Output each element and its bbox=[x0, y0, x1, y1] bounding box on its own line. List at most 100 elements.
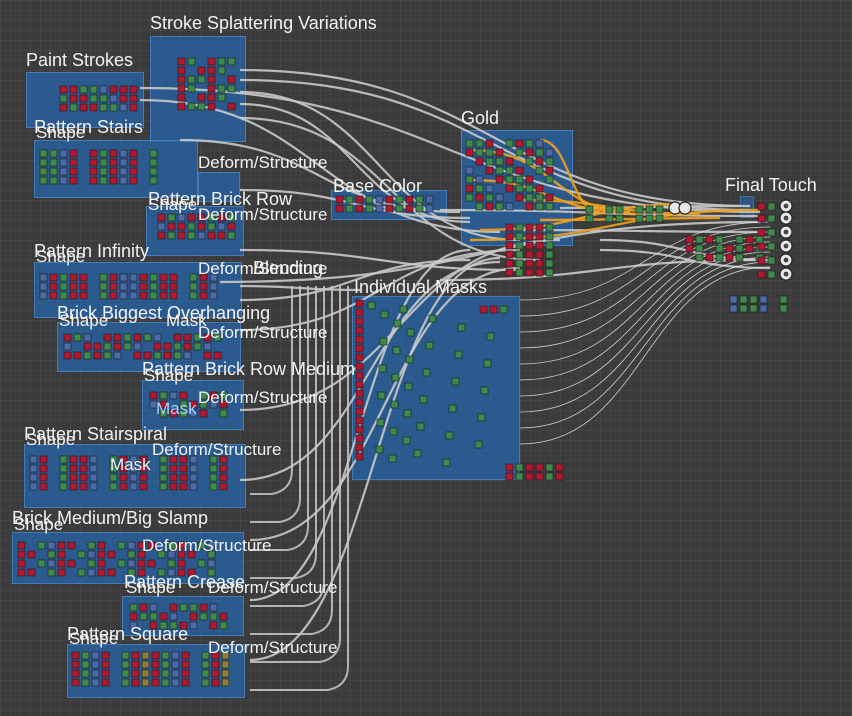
graph-node[interactable] bbox=[161, 660, 170, 669]
graph-node[interactable] bbox=[187, 222, 196, 231]
graph-node[interactable] bbox=[99, 176, 108, 185]
output-node-core[interactable] bbox=[783, 271, 789, 277]
graph-node[interactable] bbox=[217, 84, 226, 93]
graph-node[interactable] bbox=[545, 202, 554, 211]
graph-node[interactable] bbox=[179, 482, 188, 491]
graph-node[interactable] bbox=[49, 167, 58, 176]
graph-node[interactable] bbox=[69, 158, 78, 167]
graph-node[interactable] bbox=[585, 214, 594, 223]
graph-node[interactable] bbox=[209, 282, 218, 291]
graph-node[interactable] bbox=[29, 482, 38, 491]
graph-node[interactable] bbox=[17, 559, 26, 568]
graph-node[interactable] bbox=[425, 341, 434, 350]
output-node-core[interactable] bbox=[783, 203, 789, 209]
graph-node[interactable] bbox=[149, 291, 158, 300]
graph-node[interactable] bbox=[187, 231, 196, 240]
graph-node[interactable] bbox=[475, 175, 484, 184]
graph-node[interactable] bbox=[209, 473, 218, 482]
graph-node[interactable] bbox=[767, 256, 776, 265]
graph-node[interactable] bbox=[505, 472, 514, 481]
graph-node[interactable] bbox=[153, 333, 162, 342]
graph-node[interactable] bbox=[59, 273, 68, 282]
graph-node[interactable] bbox=[355, 344, 364, 353]
graph-node[interactable] bbox=[739, 295, 748, 304]
graph-node[interactable] bbox=[179, 464, 188, 473]
graph-node[interactable] bbox=[139, 282, 148, 291]
graph-node[interactable] bbox=[197, 559, 206, 568]
graph-node[interactable] bbox=[127, 541, 136, 550]
graph-node[interactable] bbox=[59, 167, 68, 176]
graph-node[interactable] bbox=[149, 612, 158, 621]
frame-pattern-infinity[interactable] bbox=[34, 262, 242, 318]
graph-node[interactable] bbox=[97, 550, 106, 559]
graph-node[interactable] bbox=[413, 449, 422, 458]
graph-node[interactable] bbox=[59, 473, 68, 482]
graph-node[interactable] bbox=[89, 176, 98, 185]
graph-node[interactable] bbox=[39, 464, 48, 473]
graph-node[interactable] bbox=[177, 66, 186, 75]
graph-node[interactable] bbox=[69, 482, 78, 491]
graph-node[interactable] bbox=[151, 678, 160, 687]
graph-node[interactable] bbox=[69, 273, 78, 282]
graph-node[interactable] bbox=[59, 158, 68, 167]
graph-node[interactable] bbox=[189, 400, 198, 409]
graph-node[interactable] bbox=[153, 351, 162, 360]
graph-node[interactable] bbox=[109, 291, 118, 300]
graph-node[interactable] bbox=[535, 472, 544, 481]
graph-node[interactable] bbox=[159, 409, 168, 418]
graph-node[interactable] bbox=[97, 541, 106, 550]
graph-node[interactable] bbox=[207, 231, 216, 240]
graph-node[interactable] bbox=[525, 232, 534, 241]
graph-node[interactable] bbox=[121, 660, 130, 669]
graph-node[interactable] bbox=[515, 232, 524, 241]
graph-node[interactable] bbox=[545, 250, 554, 259]
graph-node[interactable] bbox=[448, 404, 457, 413]
graph-node[interactable] bbox=[67, 541, 76, 550]
graph-node[interactable] bbox=[378, 364, 387, 373]
graph-node[interactable] bbox=[367, 301, 376, 310]
graph-node[interactable] bbox=[47, 550, 56, 559]
graph-node[interactable] bbox=[187, 213, 196, 222]
graph-node[interactable] bbox=[505, 223, 514, 232]
graph-node[interactable] bbox=[39, 158, 48, 167]
graph-node[interactable] bbox=[179, 455, 188, 464]
graph-node[interactable] bbox=[157, 550, 166, 559]
graph-node[interactable] bbox=[486, 332, 495, 341]
graph-node[interactable] bbox=[199, 612, 208, 621]
graph-node[interactable] bbox=[505, 184, 514, 193]
graph-node[interactable] bbox=[219, 621, 228, 630]
graph-node[interactable] bbox=[129, 94, 138, 103]
graph-node[interactable] bbox=[129, 273, 138, 282]
graph-node[interactable] bbox=[29, 455, 38, 464]
graph-node[interactable] bbox=[137, 541, 146, 550]
graph-node[interactable] bbox=[465, 175, 474, 184]
graph-node[interactable] bbox=[779, 304, 788, 313]
graph-node[interactable] bbox=[151, 660, 160, 669]
graph-node[interactable] bbox=[89, 464, 98, 473]
graph-node[interactable] bbox=[177, 559, 186, 568]
graph-node[interactable] bbox=[335, 195, 344, 204]
graph-node[interactable] bbox=[475, 148, 484, 157]
graph-node[interactable] bbox=[149, 176, 158, 185]
graph-node[interactable] bbox=[207, 93, 216, 102]
graph-node[interactable] bbox=[535, 250, 544, 259]
graph-node[interactable] bbox=[525, 175, 534, 184]
graph-node[interactable] bbox=[477, 413, 486, 422]
graph-node[interactable] bbox=[735, 253, 744, 262]
graph-node[interactable] bbox=[29, 464, 38, 473]
graph-node[interactable] bbox=[495, 175, 504, 184]
graph-node[interactable] bbox=[227, 231, 236, 240]
graph-node[interactable] bbox=[133, 342, 142, 351]
graph-node[interactable] bbox=[149, 167, 158, 176]
graph-node[interactable] bbox=[525, 223, 534, 232]
graph-node[interactable] bbox=[129, 455, 138, 464]
graph-node[interactable] bbox=[227, 222, 236, 231]
graph-node[interactable] bbox=[141, 651, 150, 660]
graph-node[interactable] bbox=[129, 621, 138, 630]
graph-node[interactable] bbox=[227, 102, 236, 111]
graph-node[interactable] bbox=[157, 222, 166, 231]
graph-node[interactable] bbox=[89, 149, 98, 158]
graph-node[interactable] bbox=[127, 550, 136, 559]
graph-node[interactable] bbox=[209, 464, 218, 473]
